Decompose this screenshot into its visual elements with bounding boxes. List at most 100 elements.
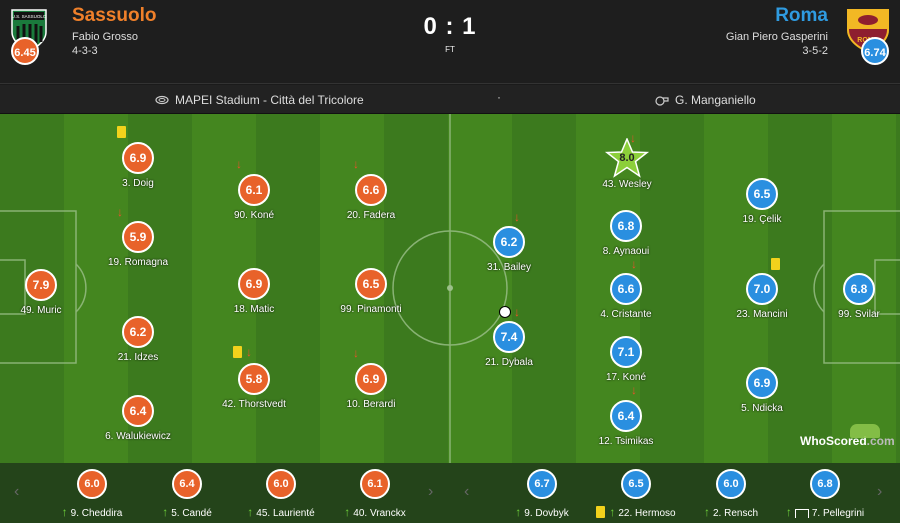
chevron-right-icon[interactable]: › <box>877 483 883 500</box>
sub-off-arrow-icon: ↓ <box>246 345 252 359</box>
player-name: 8. Aynaoui <box>602 246 650 257</box>
chevron-left-icon[interactable]: ‹ <box>14 483 20 500</box>
home-formation: 4-3-3 <box>72 45 98 57</box>
sub-off-arrow-icon: ↓ <box>631 257 637 271</box>
sub-off-arrow-icon: ↓ <box>630 131 636 145</box>
player-name: 40. Vranckx <box>353 508 406 519</box>
away-player[interactable]: 6.9 5. Ndicka <box>692 367 832 414</box>
away-team-name[interactable]: Roma <box>775 5 828 26</box>
player-name: 45. Laurienté <box>256 508 315 519</box>
player-name: 12. Tsimikas <box>598 436 654 447</box>
home-substitute[interactable]: 6.0 ↑9. Cheddira <box>32 469 152 519</box>
player-rating: 6.7 <box>527 469 557 499</box>
sub-on-arrow-icon: ↑ <box>609 505 616 519</box>
sassuolo-crest-text: U.S. SASSUOLO <box>12 14 47 19</box>
player-name: 9. Cheddira <box>70 508 123 519</box>
home-player[interactable]: ↓ 6.1 90. Koné <box>184 157 324 221</box>
home-player[interactable]: 6.2 21. Idzes <box>68 316 208 363</box>
away-player[interactable]: 6.8 99. Svilar <box>789 273 900 320</box>
player-rating: 5.9 <box>122 221 154 253</box>
match-status: FT <box>445 45 455 54</box>
sub-off-arrow-icon: ↓ <box>353 157 359 171</box>
player-rating: 6.2 <box>493 226 525 258</box>
match-score: 0 : 1 <box>423 13 477 40</box>
away-player[interactable]: ↓ 6.4 12. Tsimikas <box>556 383 696 447</box>
home-team-name[interactable]: Sassuolo <box>72 5 157 26</box>
away-substitute[interactable]: 6.8 ↑7. Pellegrini <box>765 469 885 519</box>
player-rating: 6.0 <box>77 469 107 499</box>
away-player[interactable]: ↓ 7.4 21. Dybala <box>439 305 579 368</box>
away-player[interactable]: ↓ 6.6 4. Cristante <box>556 257 696 320</box>
player-rating: 6.9 <box>746 367 778 399</box>
player-rating: 6.4 <box>172 469 202 499</box>
player-name: 49. Muric <box>20 305 62 316</box>
home-substitute[interactable]: 6.4 ↑5. Candé <box>127 469 247 519</box>
player-name: 20. Fadera <box>346 210 396 221</box>
player-rating: 5.8 <box>238 363 270 395</box>
player-name: 9. Dovbyk <box>524 508 569 519</box>
man-of-the-match-star-icon: 8.0 <box>604 138 650 178</box>
away-player[interactable]: 7.0 23. Mancini <box>692 258 832 320</box>
sub-on-arrow-icon: ↑ <box>344 505 351 519</box>
pitch: 7.9 49. Muric 6.9 3. Doig ↓ 5.9 19. Roma… <box>0 114 900 463</box>
home-player[interactable]: 6.5 99. Pinamonti <box>301 268 441 315</box>
player-name: 90. Koné <box>233 210 275 221</box>
goal-ball-icon <box>499 306 511 318</box>
player-rating: 6.5 <box>621 469 651 499</box>
away-player[interactable]: ↓ 6.2 31. Bailey <box>439 210 579 273</box>
home-player[interactable]: 6.4 6. Walukiewicz <box>68 395 208 442</box>
player-rating: 6.6 <box>610 273 642 305</box>
player-rating: 6.6 <box>355 174 387 206</box>
player-name: 19. Çelik <box>742 214 782 225</box>
away-substitute[interactable]: 6.5 ↑22. Hermoso <box>576 469 696 519</box>
home-player[interactable]: ↓ 6.9 10. Berardi <box>301 346 441 410</box>
home-substitute[interactable]: 6.0 ↑45. Laurienté <box>221 469 341 519</box>
home-player[interactable]: ↓ 6.6 20. Fadera <box>301 157 441 221</box>
home-player[interactable]: 7.9 49. Muric <box>0 269 111 316</box>
sub-on-arrow-icon: ↑ <box>785 505 792 519</box>
sub-on-arrow-icon: ↑ <box>162 505 169 519</box>
player-rating: 7.0 <box>746 273 778 305</box>
player-name: 2. Rensch <box>712 508 759 519</box>
chevron-left-icon[interactable]: ‹ <box>464 483 470 500</box>
sub-off-arrow-icon: ↓ <box>631 383 637 397</box>
player-rating: 6.1 <box>360 469 390 499</box>
sub-off-arrow-icon: ↓ <box>117 205 123 219</box>
whoscored-badge-icon <box>850 424 880 438</box>
player-name: 4. Cristante <box>600 309 652 320</box>
home-player[interactable]: 6.9 3. Doig <box>68 126 208 189</box>
away-player[interactable]: 7.1 17. Koné <box>556 336 696 383</box>
away-player[interactable]: 6.5 19. Çelik <box>692 178 832 225</box>
away-substitute[interactable]: 6.7 ↑9. Dovbyk <box>482 469 602 519</box>
player-name: 7. Pellegrini <box>811 508 865 519</box>
player-rating: 6.9 <box>238 268 270 300</box>
stadium-icon <box>155 95 169 105</box>
sub-off-arrow-icon: ↓ <box>514 305 520 319</box>
player-name: 99. Svilar <box>838 309 880 320</box>
player-name: 21. Dybala <box>485 357 533 368</box>
sub-off-arrow-icon: ↓ <box>236 157 242 171</box>
home-player[interactable]: 6.9 18. Matic <box>184 268 324 315</box>
yellow-card-icon <box>117 126 126 138</box>
yellow-card-icon <box>771 258 780 270</box>
home-player[interactable]: ↓ 5.8 42. Thorstvedt <box>184 345 324 410</box>
sub-on-arrow-icon: ↑ <box>61 505 68 519</box>
player-name: 21. Idzes <box>117 352 159 363</box>
substitutes-bar: ‹ › ‹ › 6.0 ↑9. Cheddira 6.4 ↑5. Candé 6… <box>0 463 900 523</box>
chevron-right-icon[interactable]: › <box>428 483 434 500</box>
player-name: 22. Hermoso <box>618 508 676 519</box>
player-name: 19. Romagna <box>107 257 169 268</box>
home-player[interactable]: ↓ 5.9 19. Romagna <box>68 205 208 268</box>
away-formation: 3-5-2 <box>802 45 828 57</box>
away-substitute[interactable]: 6.0 ↑ 2. Rensch <box>671 469 791 519</box>
whoscored-logo[interactable]: WhoScored.com <box>800 424 895 448</box>
player-name: 31. Bailey <box>487 262 531 273</box>
player-rating: 6.1 <box>238 174 270 206</box>
away-player[interactable]: ↓ 8.0 43. Wesley <box>557 131 697 190</box>
venue: MAPEI Stadium - Città del Tricolore <box>155 93 364 107</box>
player-rating: 6.0 <box>716 469 746 499</box>
player-name: 18. Matic <box>233 304 275 315</box>
home-substitute[interactable]: 6.1 ↑40. Vranckx <box>315 469 435 519</box>
away-player[interactable]: 6.8 8. Aynaoui <box>556 210 696 257</box>
